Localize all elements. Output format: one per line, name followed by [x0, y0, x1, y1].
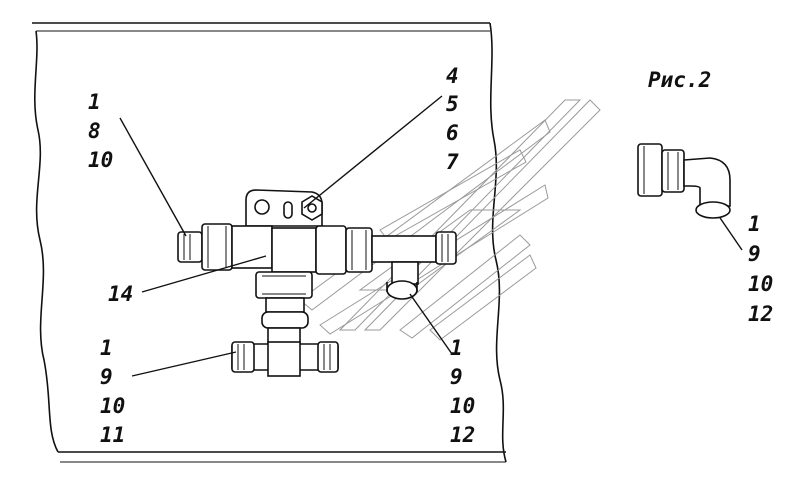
- tee-body-left: [231, 225, 273, 269]
- right-body: [315, 225, 347, 275]
- callout-fig2-1: 9: [748, 242, 761, 266]
- frame-panel: [32, 22, 507, 463]
- callout-bottom-left-2: 10: [100, 394, 126, 418]
- fig2-elbow-fitting: [637, 143, 731, 219]
- lower-tee-right-end: [317, 341, 339, 373]
- down-union-neck: [265, 297, 305, 313]
- callout-bottom-right-3: 12: [450, 423, 476, 447]
- callout-top-left-1: 8: [88, 119, 101, 143]
- frame-left-break: [34, 30, 59, 453]
- callout-mid-left-0: 14: [108, 282, 134, 306]
- fig2-elbow-end: [695, 201, 731, 219]
- fig2-elbow-body: [683, 157, 731, 207]
- callout-bottom-left-0: 1: [100, 336, 113, 360]
- callout-top-left-2: 10: [88, 148, 114, 172]
- right-pipe-end: [435, 231, 457, 265]
- left-nut: [201, 223, 233, 271]
- lower-tee-left-end: [231, 341, 255, 373]
- leader-mid-left: [141, 255, 267, 293]
- callout-bottom-right-1: 9: [450, 365, 463, 389]
- valve-assembly: [177, 189, 457, 377]
- tee-body-center: [271, 227, 317, 273]
- callout-top-right-1: 5: [446, 92, 459, 116]
- down-union-ring: [261, 311, 309, 329]
- callout-top-right-0: 4: [446, 64, 459, 88]
- right-branch-cap: [386, 280, 418, 300]
- callout-fig2-0: 1: [748, 212, 761, 236]
- right-pipe: [371, 235, 437, 263]
- frame-right-break: [489, 22, 507, 463]
- figure-caption: Рис.2: [648, 68, 712, 92]
- leader-bottom-left: [131, 351, 237, 377]
- bracket-slot: [283, 201, 293, 219]
- fig2-nut-2: [661, 149, 685, 193]
- callout-bottom-left-1: 9: [100, 365, 113, 389]
- callout-top-right-2: 6: [446, 121, 459, 145]
- callout-top-left-0: 1: [88, 90, 101, 114]
- callout-fig2-2: 10: [748, 272, 774, 296]
- lower-tee-center: [267, 341, 301, 377]
- bracket-hole: [254, 199, 270, 215]
- callout-top-right-3: 7: [446, 150, 459, 174]
- leader-lines: [119, 95, 743, 377]
- leader-top-right: [303, 95, 443, 209]
- callout-bottom-right-2: 10: [450, 394, 476, 418]
- leader-top-left: [119, 117, 187, 237]
- callout-bottom-left-3: 11: [100, 423, 126, 447]
- fig2-nut: [637, 143, 663, 197]
- leader-fig2: [715, 211, 743, 251]
- callout-fig2-3: 12: [748, 302, 774, 326]
- leader-bottom-right: [409, 293, 453, 355]
- right-nut: [345, 227, 373, 273]
- callout-bottom-right-0: 1: [450, 336, 463, 360]
